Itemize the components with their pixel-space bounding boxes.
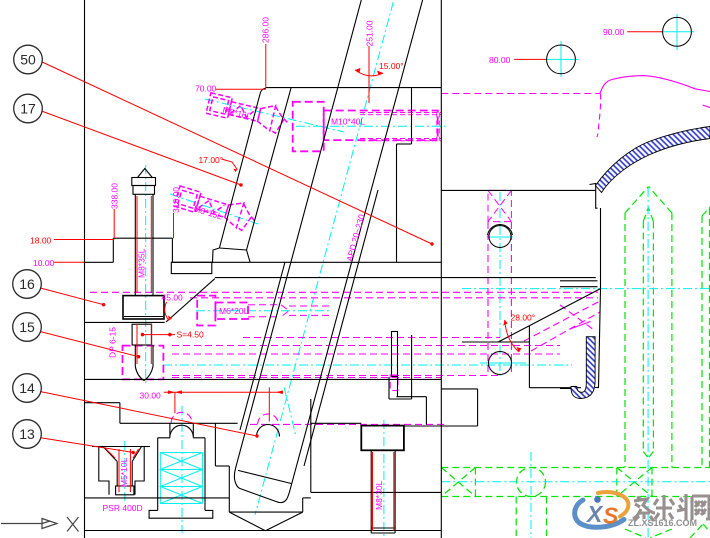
- svg-text:ZL.XS1616.COM: ZL.XS1616.COM: [628, 518, 697, 528]
- svg-text:S=4.50: S=4.50: [177, 330, 204, 340]
- svg-text:80.00: 80.00: [489, 55, 511, 65]
- svg-text:318.00: 318.00: [171, 187, 181, 213]
- svg-text:M8*30L: M8*30L: [374, 480, 384, 510]
- svg-text:17.00°: 17.00°: [199, 155, 224, 165]
- svg-text:15.00°: 15.00°: [379, 61, 404, 71]
- svg-text:28.00°: 28.00°: [511, 313, 536, 323]
- svg-text:17: 17: [20, 101, 36, 117]
- svg-text:286.00: 286.00: [261, 17, 271, 43]
- svg-text:45.00: 45.00: [162, 293, 184, 303]
- svg-text:338.00: 338.00: [110, 183, 120, 209]
- svg-text:16: 16: [19, 276, 35, 292]
- svg-text:M5*10L: M5*10L: [119, 457, 129, 487]
- svg-text:X: X: [585, 501, 604, 527]
- svg-text:15: 15: [19, 319, 35, 335]
- svg-text:14: 14: [19, 380, 35, 396]
- svg-text:M10*40L: M10*40L: [331, 117, 365, 127]
- svg-text:50: 50: [20, 52, 36, 68]
- svg-text:90.00: 90.00: [603, 27, 625, 37]
- svg-text:251.00: 251.00: [365, 20, 375, 46]
- svg-text:PSR 400D: PSR 400D: [103, 503, 143, 513]
- svg-text:M8*35L: M8*35L: [137, 248, 147, 278]
- svg-text:10.00: 10.00: [33, 258, 55, 268]
- svg-text:M6*20L: M6*20L: [219, 306, 249, 316]
- svg-text:70.00: 70.00: [195, 84, 217, 94]
- svg-text:13: 13: [19, 426, 35, 442]
- svg-text:DP 6-15: DP 6-15: [108, 327, 118, 358]
- svg-text:S: S: [603, 503, 619, 529]
- svg-text:18.00: 18.00: [30, 235, 52, 245]
- svg-text:30.00: 30.00: [140, 391, 162, 401]
